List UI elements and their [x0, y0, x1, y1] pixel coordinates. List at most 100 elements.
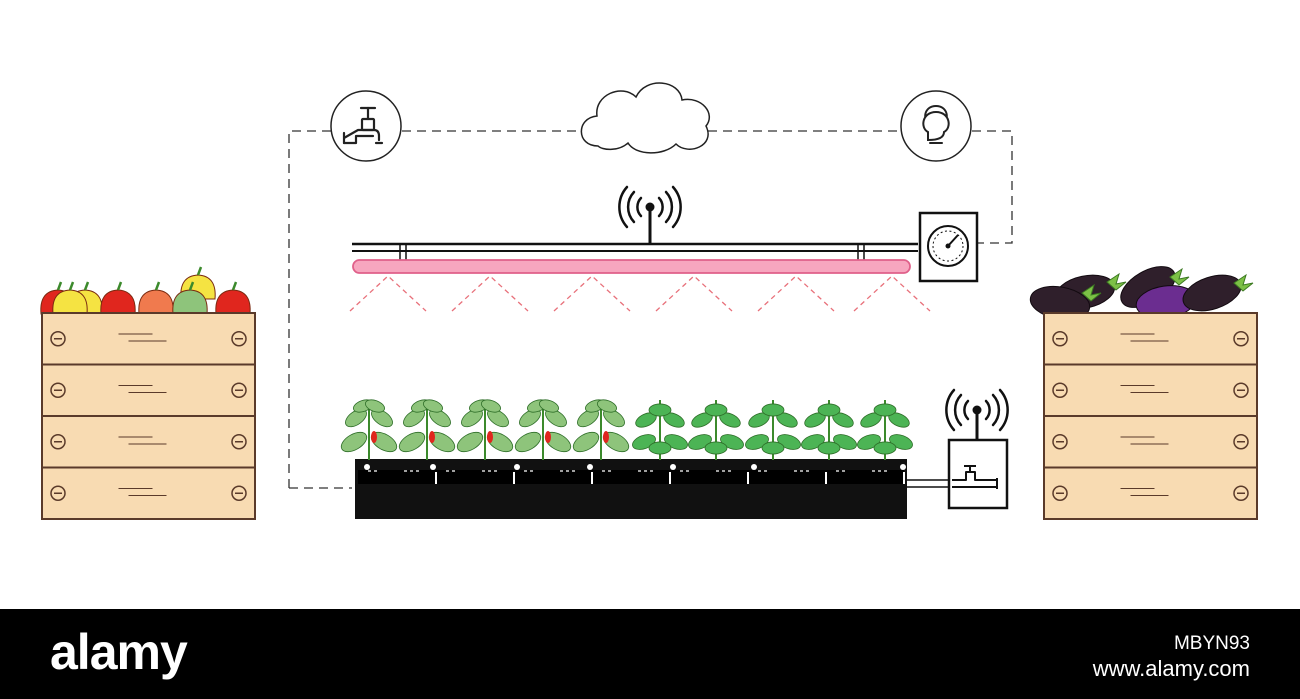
screw-icon [50, 485, 66, 501]
light-bulb-icon [900, 90, 972, 162]
gauge-icon [918, 211, 979, 283]
light-ray [553, 275, 631, 312]
footer: alamy MBYN93 www.alamy.com [0, 609, 1300, 699]
screw-icon [231, 434, 247, 450]
seed-dot [587, 464, 593, 470]
leaf [648, 403, 672, 417]
valve-icon [907, 438, 1009, 510]
leaf [704, 441, 728, 455]
hydroponic-system-diagram [40, 82, 1258, 520]
small-pepper [603, 431, 609, 443]
seed-dot [514, 464, 520, 470]
leaf [340, 431, 368, 453]
pepper-plant [514, 399, 572, 460]
eggplant-plant [801, 400, 857, 460]
screw-icon [231, 331, 247, 347]
light-ray [349, 275, 427, 312]
crate-plank [41, 363, 256, 417]
screw-icon [1233, 331, 1249, 347]
eggplant-plant [632, 400, 688, 460]
screw-icon [50, 434, 66, 450]
eggplant-cap [1081, 283, 1102, 302]
eggplant-crate [1029, 266, 1258, 520]
eggplant-plant [857, 400, 913, 460]
leaf [456, 431, 484, 453]
tray-cells [364, 464, 906, 484]
pepper-plant [456, 399, 514, 460]
eggplant-cap [1233, 273, 1254, 292]
leaf [539, 399, 559, 413]
screw-icon [1233, 434, 1249, 450]
leaf [597, 399, 617, 413]
water-tap-icon [330, 90, 402, 162]
pepper-stem [188, 281, 195, 291]
pepper-stem [154, 281, 161, 291]
screw-icon [1233, 382, 1249, 398]
alamy-logo: alamy [50, 624, 188, 680]
pepper-plant [340, 399, 398, 460]
crate-plank [1043, 415, 1258, 469]
screw-icon [1052, 382, 1068, 398]
leaf [648, 441, 672, 455]
small-pepper [371, 431, 377, 443]
image-id-block: MBYN93 www.alamy.com [1093, 633, 1250, 682]
pepper-stem [68, 281, 75, 291]
seed-dot [751, 464, 757, 470]
pepper [100, 289, 136, 315]
grow-light-rail [352, 242, 918, 262]
cloud-icon [580, 82, 711, 154]
pepper-stem [196, 266, 203, 276]
light-ray [757, 275, 835, 312]
screw-icon [1052, 485, 1068, 501]
pepper-crate [40, 266, 256, 520]
small-pepper [487, 431, 493, 443]
crate-plank [41, 415, 256, 469]
wireless-signal-icon [618, 185, 682, 243]
seed-dot [900, 464, 906, 470]
pump-wireless-signal-icon [945, 388, 1009, 440]
eggplant-cap [1169, 267, 1190, 286]
screw-icon [1052, 434, 1068, 450]
leaf [398, 431, 426, 453]
pepper-stem [231, 281, 238, 291]
pepper-stem [56, 281, 63, 291]
eggplant-plant [688, 400, 744, 460]
light-ray [655, 275, 733, 312]
leaf [514, 431, 542, 453]
screw-icon [50, 331, 66, 347]
pepper-stem [116, 281, 123, 291]
leaf [704, 403, 728, 417]
leaf [761, 441, 785, 455]
leaf [481, 399, 501, 413]
leaf [817, 441, 841, 455]
screw-icon [1233, 485, 1249, 501]
pepper-plant [398, 399, 456, 460]
seed-dot [430, 464, 436, 470]
screw-icon [231, 485, 247, 501]
seed-dot [364, 464, 370, 470]
screw-icon [231, 382, 247, 398]
image-id: MBYN93 [1173, 633, 1250, 654]
small-pepper [429, 431, 435, 443]
control-connection-lines [288, 130, 1013, 489]
leaf [873, 403, 897, 417]
leaf [423, 399, 443, 413]
site-url: www.alamy.com [1092, 655, 1250, 681]
screw-icon [50, 382, 66, 398]
seed-dot [670, 464, 676, 470]
eggplant-cap [1106, 272, 1127, 291]
leaf [572, 431, 600, 453]
crate-plank [41, 466, 256, 520]
pepper [215, 289, 251, 315]
leaf [761, 403, 785, 417]
crate-plank [41, 312, 256, 366]
crate-plank [1043, 312, 1258, 366]
crate-plank [1043, 363, 1258, 417]
pepper-stem [83, 281, 90, 291]
hydroponic-tray [355, 459, 907, 519]
pepper-plant [572, 399, 630, 460]
screw-icon [1052, 331, 1068, 347]
grow-light-tube [352, 259, 911, 274]
leaf [365, 399, 385, 413]
leaf [817, 403, 841, 417]
